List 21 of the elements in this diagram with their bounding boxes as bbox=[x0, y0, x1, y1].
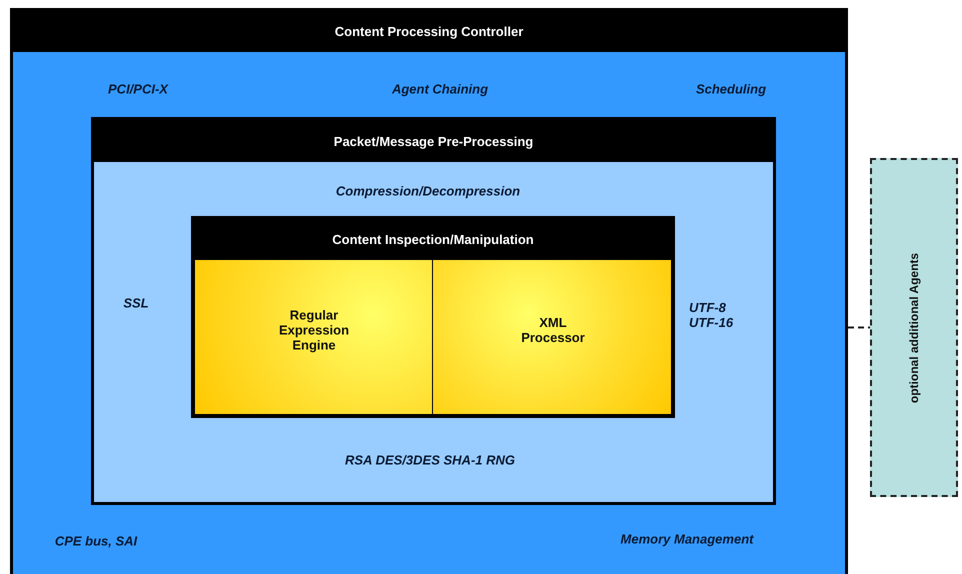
feature-label: CPE bus, SAI bbox=[54, 534, 138, 548]
panel-title: Content Processing Controller bbox=[13, 11, 845, 52]
feature-label: SSL bbox=[123, 296, 149, 310]
controller-panel bbox=[10, 8, 848, 574]
connector-line bbox=[848, 326, 870, 328]
feature-label: UTF-8 UTF-16 bbox=[689, 300, 734, 330]
feature-label: Agent Chaining bbox=[392, 82, 488, 96]
feature-label: PCI/PCI-X bbox=[108, 82, 168, 96]
feature-label: Memory Management bbox=[620, 532, 754, 546]
agents-box bbox=[870, 158, 958, 497]
preprocessing-panel bbox=[91, 117, 776, 505]
feature-label: Scheduling bbox=[696, 82, 766, 96]
inspection-panel bbox=[191, 216, 675, 418]
engine-block bbox=[195, 260, 432, 414]
block-label: XML Processor bbox=[520, 315, 586, 345]
processor-block bbox=[432, 260, 671, 414]
block-label: Regular Expression Engine bbox=[278, 308, 350, 352]
panel-title: Packet/Message Pre-Processing bbox=[94, 120, 773, 162]
feature-label: RSA DES/3DES SHA-1 RNG bbox=[345, 452, 515, 468]
feature-label: Compression/Decompression bbox=[336, 184, 520, 198]
box-label: optional additional Agents bbox=[907, 251, 921, 405]
